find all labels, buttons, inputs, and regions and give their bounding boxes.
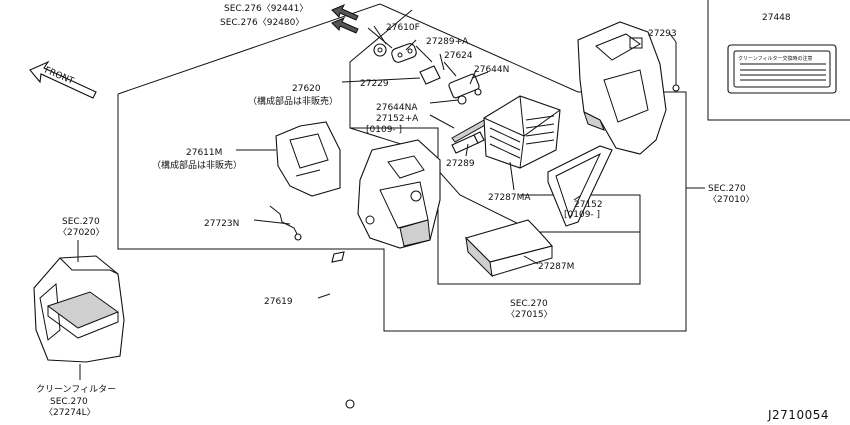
drain-hose-27619 (327, 251, 355, 409)
part-27624: 27624 (444, 51, 473, 61)
front-label: FRONT (43, 66, 76, 87)
label-box-27448 (707, 0, 850, 121)
front-arrow-icon (29, 60, 97, 99)
part-27289A: 27289+A (426, 37, 469, 47)
part-27644NA: 27644NA (376, 103, 418, 113)
part-27620: 27620 (292, 84, 321, 94)
filter-label-text: クリーンフィルター交換時の注意 (738, 55, 813, 62)
part-27611M: 27611M (186, 148, 222, 158)
diagram-code: J2710054 (767, 408, 829, 422)
evaporator-27287MA (483, 95, 561, 169)
housing-27611M (275, 121, 341, 197)
leader-lines (77, 25, 677, 380)
cover-27287M (464, 219, 553, 278)
part-27287M: 27287M (538, 262, 574, 272)
sec270-27015-label: SEC.270 (510, 299, 548, 309)
part-27611M-note: （構成部品は非販売） (152, 159, 242, 171)
screw-27293 (672, 42, 680, 92)
sec270-27010-label: SEC.270 (708, 184, 746, 194)
part-27152A: 27152+A (376, 114, 419, 124)
sec270-27020-label: SEC.270 (62, 217, 100, 227)
seal-frame-27152 (547, 145, 613, 227)
part-27723N: 27723N (204, 219, 239, 229)
clean-filter-label: クリーンフィルター (36, 384, 116, 395)
sec270-27015-code: 〈27015〉 (506, 309, 553, 320)
part-27610F: 27610F (386, 23, 420, 33)
heater-unit (357, 139, 441, 249)
part-27619: 27619 (264, 297, 293, 307)
link-27723N (269, 205, 302, 241)
blower-unit (577, 21, 667, 155)
sec276-92441-label: SEC.276〈92441〉 (224, 3, 308, 14)
part-27644N: 27644N (474, 65, 509, 75)
sec270-27274L-label: SEC.270 (50, 397, 88, 407)
sec276-arrows-icon (331, 4, 359, 34)
part-27620-note: （構成部品は非販売） (248, 95, 338, 107)
part-27152: 27152 (574, 200, 603, 210)
part-27152A-range: [0109- ] (366, 125, 402, 135)
sec276-92480-label: SEC.276〈92480〉 (220, 17, 304, 28)
sec270-27020-code: 〈27020〉 (58, 227, 105, 238)
sec270-27274L-code: 〈27274L〉 (44, 407, 96, 418)
part-27289: 27289 (446, 159, 475, 169)
sec270-27010-code: 〈27010〉 (708, 194, 755, 205)
part-27229: 27229 (360, 79, 389, 89)
clean-filter-housing (33, 255, 125, 363)
part-27293: 27293 (648, 29, 677, 39)
thermistor-27289 (451, 131, 485, 154)
part-27152-range: [0109- ] (564, 210, 600, 220)
part-27448: 27448 (762, 13, 791, 23)
part-27287MA: 27287MA (488, 193, 531, 203)
